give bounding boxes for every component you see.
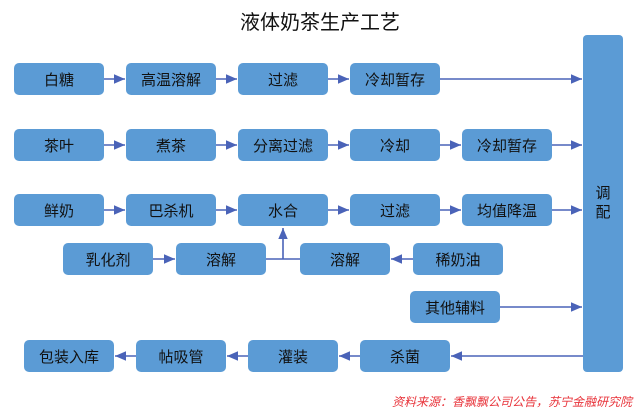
box-dissolve-1: 溶解 <box>176 243 266 275</box>
box-cool-store-2: 冷却暂存 <box>462 129 552 161</box>
diagram-title: 液体奶茶生产工艺 <box>240 10 400 34</box>
box-dissolve-2: 溶解 <box>300 243 390 275</box>
box-straw: 帖吸管 <box>136 340 226 372</box>
box-tea: 茶叶 <box>14 129 104 161</box>
box-other-ingredients: 其他辅料 <box>410 291 500 323</box>
box-pasteurizer: 巴杀机 <box>126 194 216 226</box>
box-pack-store: 包装入库 <box>24 340 114 372</box>
box-cream: 稀奶油 <box>413 243 503 275</box>
box-hydrate: 水合 <box>238 194 328 226</box>
box-blend: 调配 <box>583 35 623 372</box>
box-fill: 灌装 <box>248 340 338 372</box>
box-filter-2: 过滤 <box>350 194 440 226</box>
box-emulsifier: 乳化剂 <box>63 243 153 275</box>
box-homogenize-cool: 均值降温 <box>462 194 552 226</box>
box-separate-filter: 分离过滤 <box>238 129 328 161</box>
box-brew: 煮茶 <box>126 129 216 161</box>
box-cool: 冷却 <box>350 129 440 161</box>
box-sterilize: 杀菌 <box>360 340 450 372</box>
box-fresh-milk: 鲜奶 <box>14 194 104 226</box>
box-cool-store: 冷却暂存 <box>350 63 440 95</box>
box-dissolve-hot: 高温溶解 <box>126 63 216 95</box>
source-note: 资料来源：香飘飘公司公告，苏宁金融研究院 <box>391 395 632 409</box>
box-sugar: 白糖 <box>14 63 104 95</box>
box-filter: 过滤 <box>238 63 328 95</box>
